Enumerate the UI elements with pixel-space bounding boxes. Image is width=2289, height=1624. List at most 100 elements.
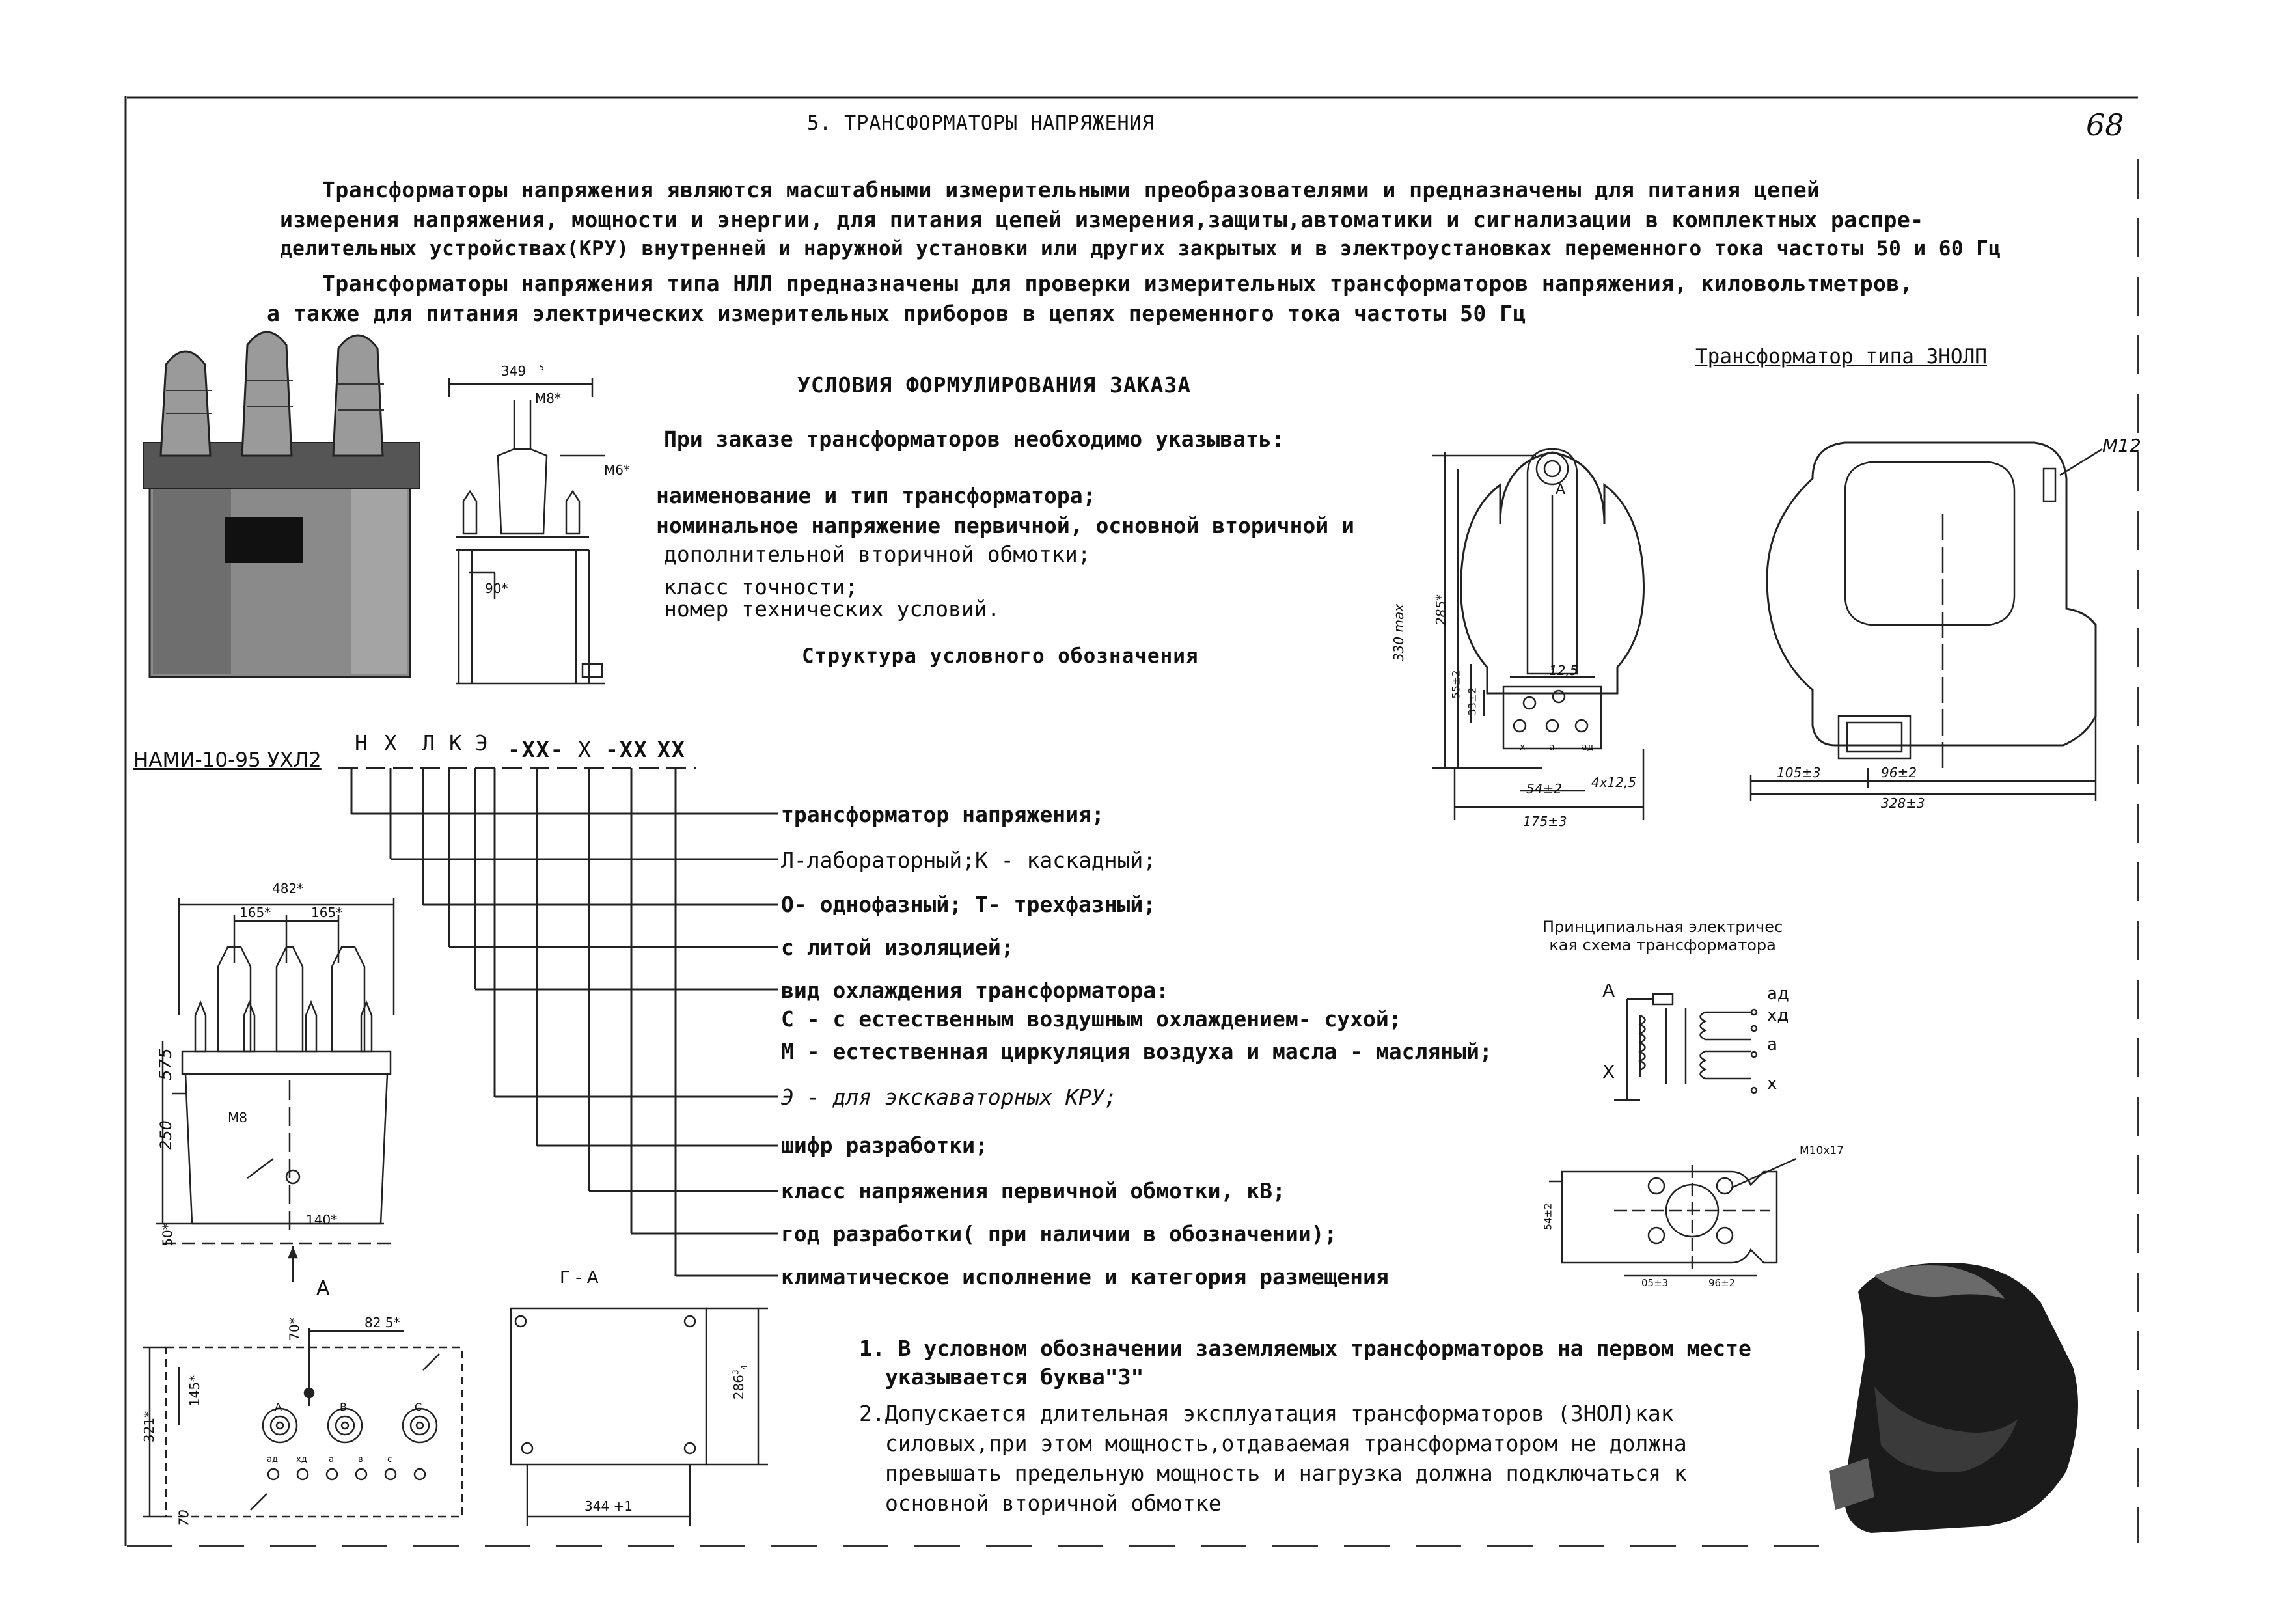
lower-label-2: хд xyxy=(296,1455,307,1465)
order-item-5: номер технических условий. xyxy=(664,596,1000,622)
code-e: Э xyxy=(475,730,500,756)
dim-165-b: 165* xyxy=(311,905,343,920)
dim-m10x17: М10х17 xyxy=(1800,1144,1844,1157)
note-1-line-1: 1. В условном обозначении заземляемых тр… xyxy=(859,1336,1751,1361)
code-xx3: ХХ xyxy=(657,737,686,762)
legend-1: трансформатор напряжения; xyxy=(781,802,1104,827)
intro-line-1: Трансформаторы напряжения являются масшт… xyxy=(322,177,1820,202)
note-1-line-2: указывается буква"З" xyxy=(885,1364,1144,1390)
scheme-label-ad: ад xyxy=(1767,984,1789,1004)
znol-terminal-a: А xyxy=(1556,482,1566,498)
legend-7: М - естественная циркуляция воздуха и ма… xyxy=(781,1039,1492,1064)
order-title: УСЛОВИЯ ФОРМУЛИРОВАНИЯ ЗАКАЗА xyxy=(797,372,1192,398)
dim-140: 140* xyxy=(306,1212,338,1228)
scheme-label-x2: х xyxy=(1767,1074,1777,1094)
znol-terminal-ad: ад xyxy=(1582,742,1594,752)
znol-terminal-x: х xyxy=(1520,742,1526,752)
code-xx1: -ХХ- xyxy=(508,737,565,762)
lower-label-3: а xyxy=(329,1455,334,1465)
scheme-title: Принципиальная электричес кая схема тран… xyxy=(1542,918,1783,954)
section-label: Г - А xyxy=(560,1268,599,1287)
intro-line-2: измерения напряжения, мощности и энергии… xyxy=(280,207,1924,232)
dim-m8: М8 xyxy=(228,1110,247,1125)
legend-2: Л-лабораторный;К - каскадный; xyxy=(781,847,1157,873)
dim-96: 96±2 xyxy=(1881,765,1917,780)
order-lead: При заказе трансформаторов необходимо ук… xyxy=(664,426,1285,452)
model-designation: НАМИ-10-95 УХЛ2 xyxy=(133,749,322,772)
page-number: 68 xyxy=(2086,107,2124,143)
scheme-label-x: Х xyxy=(1602,1061,1615,1082)
dim-175: 175±3 xyxy=(1523,814,1567,829)
note-2-line-4: основной вторичной обмотке xyxy=(885,1491,1222,1516)
dim-105: 105±3 xyxy=(1777,765,1821,780)
dim-05: 05±3 xyxy=(1641,1277,1669,1289)
scheme-label-xd: хд xyxy=(1767,1006,1789,1025)
structure-title: Структура условного обозначения xyxy=(802,644,1199,668)
code-k: К xyxy=(449,730,474,756)
code-xx2: -ХХ xyxy=(605,737,648,762)
section-header: 5. ТРАНСФОРМАТОРЫ НАПРЯЖЕНИЯ xyxy=(807,112,1155,135)
code-n: Н xyxy=(355,730,379,756)
note-2-line-3: превышать предельную мощность и нагрузка… xyxy=(885,1461,1687,1486)
legend-4: с литой изоляцией; xyxy=(781,935,1014,960)
legend-8: Э - для экскаваторных КРУ; xyxy=(781,1084,1117,1110)
lower-label-5: с xyxy=(387,1455,392,1465)
order-item-2: номинальное напряжение первичной, основн… xyxy=(656,513,1354,538)
dim-328: 328±3 xyxy=(1881,795,1925,811)
code-x1: Х xyxy=(384,730,409,756)
legend-12: климатическое исполнение и категория раз… xyxy=(781,1264,1389,1289)
note-2-line-1: 2.Допускается длительная эксплуатация тр… xyxy=(859,1401,1674,1426)
note-2-line-2: силовых,при этом мощность,отдаваемая тра… xyxy=(885,1431,1687,1456)
dim-12-5: 12,5 xyxy=(1549,663,1578,678)
order-item-1: наименование и тип трансформатора; xyxy=(656,483,1096,508)
dim-344: 344 +1 xyxy=(584,1498,633,1514)
legend-3: О- однофазный; Т- трехфазный; xyxy=(781,892,1157,917)
scheme-label-a: а xyxy=(1767,1035,1777,1054)
znol-title: Трансформатор типа ЗНОЛП xyxy=(1695,345,1987,368)
dim-angle: 90* xyxy=(485,581,508,596)
legend-6: С - с естественным воздушным охлаждением… xyxy=(781,1006,1402,1032)
lower-label-1: ад xyxy=(267,1455,278,1465)
order-item-4: класс точности; xyxy=(664,574,858,599)
view-a-label: А xyxy=(316,1277,330,1300)
phase-b-label: В xyxy=(340,1401,347,1413)
dim-482: 482* xyxy=(272,881,304,896)
legend-5: вид охлаждения трансформатора: xyxy=(781,978,1170,1003)
dim-m12: М12 xyxy=(2102,435,2141,456)
dim-96-base: 96±2 xyxy=(1708,1277,1736,1289)
legend-9: шифр разработки; xyxy=(781,1133,988,1158)
lower-label-4: в xyxy=(358,1455,363,1465)
dim-4x12-5: 4х12,5 xyxy=(1591,775,1637,790)
phase-c-label: С xyxy=(415,1401,422,1413)
phase-a-label: А xyxy=(275,1401,282,1413)
intro-line-3: делительных устройствах(КРУ) внутренней … xyxy=(280,237,2001,260)
code-x2: Х xyxy=(578,737,603,762)
legend-11: год разработки( при наличии в обозначени… xyxy=(781,1221,1337,1246)
intro-line-5: а также для питания электрических измери… xyxy=(267,301,1526,326)
order-item-3: дополнительной вторичной обмотки; xyxy=(664,542,1091,567)
dim-m8-top: М8* xyxy=(535,391,561,406)
dim-82-5: 82 5* xyxy=(364,1315,400,1330)
intro-line-4: Трансформаторы напряжения типа НЛЛ предн… xyxy=(322,271,1913,296)
znol-terminal-a2: а xyxy=(1549,742,1555,752)
dim-m6: М6* xyxy=(604,462,630,478)
dim-54: 54±2 xyxy=(1526,781,1562,797)
code-l: Л xyxy=(422,730,446,756)
scheme-label-a: А xyxy=(1602,980,1615,1001)
dim-165-a: 165* xyxy=(240,905,271,920)
legend-10: класс напряжения первичной обмотки, кВ; xyxy=(781,1178,1285,1204)
